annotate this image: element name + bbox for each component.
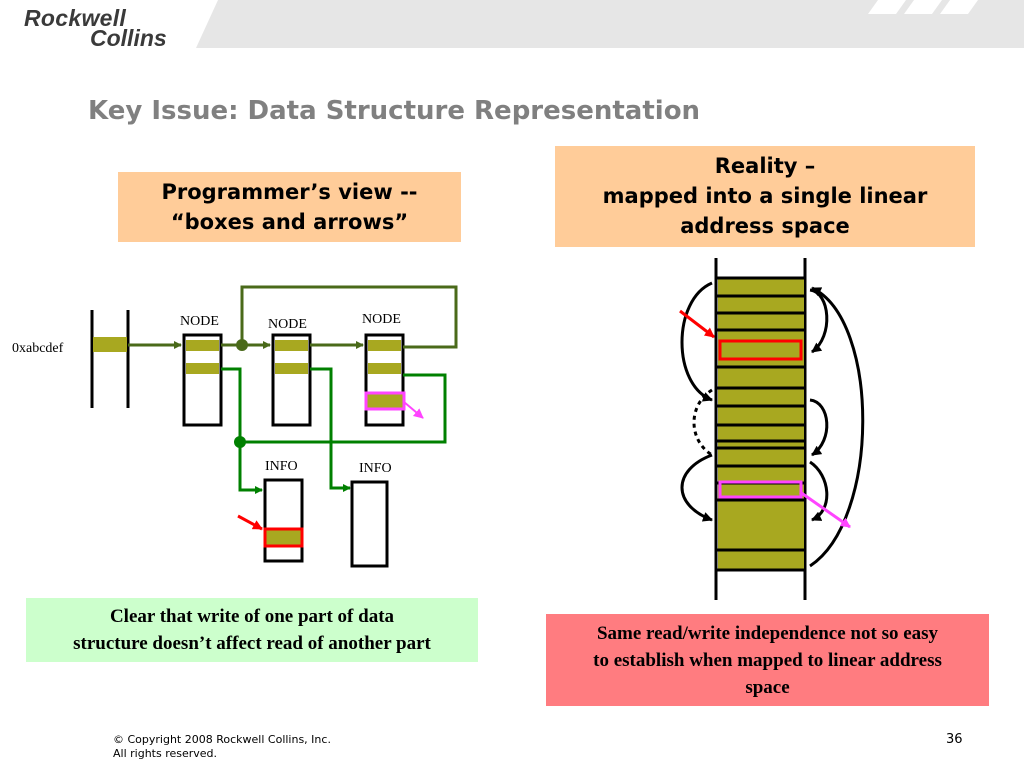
reality-line-2: mapped into a single linear	[602, 184, 928, 208]
info-label-2: INFO	[359, 461, 392, 476]
programmers-view-box: Programmer’s view -- “boxes and arrows”	[118, 172, 461, 242]
same-note-line-2: to establish when mapped to linear addre…	[593, 650, 942, 671]
footer-copyright: © Copyright 2008 Rockwell Collins, Inc. …	[113, 733, 331, 761]
node-label-3: NODE	[362, 312, 401, 327]
info-box-1	[263, 478, 304, 563]
header-band	[196, 0, 1024, 48]
reality-line-1: Reality –	[714, 154, 816, 178]
rockwell-collins-logo: Rockwell Collins	[24, 6, 167, 50]
node-label-1: NODE	[180, 314, 219, 329]
clear-note-line-1: Clear that write of one part of data	[109, 606, 395, 627]
reality-line-3: address space	[680, 214, 850, 238]
write-arrow-right	[679, 309, 715, 339]
page-number: 36	[946, 732, 963, 747]
info-label-1: INFO	[265, 459, 298, 474]
read-arrow-right	[799, 490, 851, 529]
node-box-1	[182, 333, 223, 427]
pointer-variable	[90, 310, 130, 408]
node-box-3	[364, 333, 406, 427]
copyright-text: © Copyright 2008 Rockwell Collins, Inc.	[113, 733, 331, 746]
slide-title: Key Issue: Data Structure Representation	[88, 96, 701, 126]
address-label: 0xabcdef	[12, 341, 64, 356]
programmers-view-line-1: Programmer’s view --	[161, 180, 418, 204]
rights-text: All rights reserved.	[113, 747, 218, 760]
logo-line-1: Rockwell	[24, 5, 127, 31]
info-pointer-arrows	[221, 367, 447, 494]
reality-box: Reality – mapped into a single linear ad…	[555, 146, 975, 247]
node-box-2	[271, 333, 312, 427]
memory-link-arrows	[680, 281, 865, 568]
programmers-view-line-2: “boxes and arrows”	[170, 210, 409, 234]
same-note-line-1: Same read/write independence not so easy	[596, 623, 939, 644]
clear-note-line-2: structure doesn’t affect read of another…	[73, 633, 431, 654]
linear-memory-column	[714, 258, 807, 600]
independence-note: Same read/write independence not so easy…	[546, 614, 989, 706]
clear-write-note: Clear that write of one part of data str…	[26, 598, 478, 662]
write-arrow-left	[237, 514, 263, 531]
same-note-line-3: space	[745, 677, 790, 698]
node-label-2: NODE	[268, 317, 307, 332]
info-box-2	[350, 480, 389, 568]
next-pointer-arrows	[128, 285, 458, 351]
logo-line-2: Collins	[90, 25, 167, 51]
